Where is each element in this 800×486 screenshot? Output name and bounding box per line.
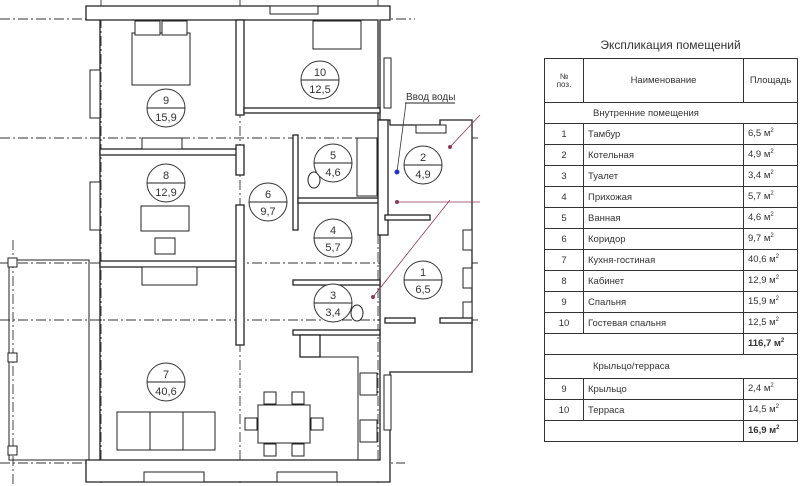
svg-text:40,6: 40,6 xyxy=(155,386,176,398)
row-name: Котельная xyxy=(583,144,744,166)
row-name: Спальня xyxy=(583,291,744,313)
row-no: 2 xyxy=(544,144,584,166)
svg-text:7: 7 xyxy=(163,369,169,381)
svg-text:4,9: 4,9 xyxy=(415,169,430,181)
svg-text:5,7: 5,7 xyxy=(325,242,340,254)
svg-text:1: 1 xyxy=(420,267,426,279)
svg-text:6: 6 xyxy=(265,189,271,201)
row-area: 12,5 м2 xyxy=(743,312,798,334)
header-name: Наименование xyxy=(583,58,744,103)
svg-text:9: 9 xyxy=(163,95,169,107)
svg-text:10: 10 xyxy=(314,67,326,79)
room-label-7: 740,6 xyxy=(146,362,186,402)
exterior-walls xyxy=(85,5,473,483)
row-name: Ванная xyxy=(583,207,744,229)
room-label-1: 16,5 xyxy=(403,260,443,300)
row-no: 7 xyxy=(544,249,584,271)
row-no: 9 xyxy=(544,378,584,400)
room-label-6: 69,7 xyxy=(248,182,288,222)
row-name: Туалет xyxy=(583,165,744,187)
row-no: 9 xyxy=(544,291,584,313)
room-label-8: 812,9 xyxy=(146,163,186,203)
row-no: 4 xyxy=(544,186,584,208)
section-interior: Внутренние помещения xyxy=(544,102,798,124)
row-area: 9,7 м2 xyxy=(743,228,798,250)
svg-text:12,5: 12,5 xyxy=(309,84,330,96)
total-interior: 116,7 м2 xyxy=(743,333,798,355)
row-area: 6,5 м2 xyxy=(743,123,798,145)
svg-text:3,4: 3,4 xyxy=(325,307,340,319)
water-inlet-label: Ввод воды xyxy=(406,92,455,103)
row-no: 8 xyxy=(544,270,584,292)
svg-text:6,5: 6,5 xyxy=(415,284,430,296)
svg-text:2: 2 xyxy=(420,152,426,164)
row-name: Кухня-гостиная xyxy=(583,249,744,271)
row-area: 4,9 м2 xyxy=(743,144,798,166)
row-area: 15,9 м2 xyxy=(743,291,798,313)
svg-text:12,9: 12,9 xyxy=(155,187,176,199)
svg-text:3: 3 xyxy=(330,290,336,302)
svg-text:4,6: 4,6 xyxy=(325,167,340,179)
room-label-2: 24,9 xyxy=(403,145,443,185)
section-porch-terrace: Крыльцо/терраса xyxy=(544,354,798,379)
row-area: 40,6 м2 xyxy=(743,249,798,271)
row-name: Коридор xyxy=(583,228,744,250)
row-name: Прихожая xyxy=(583,186,744,208)
row-name: Кабинет xyxy=(583,270,744,292)
room-label-4: 45,7 xyxy=(313,218,353,258)
row-name: Тамбур xyxy=(583,123,744,145)
water-dot xyxy=(394,169,400,175)
row-name: Гостевая спальня xyxy=(583,312,744,334)
row-area: 5,7 м2 xyxy=(743,186,798,208)
row-no: 6 xyxy=(544,228,584,250)
svg-text:15,9: 15,9 xyxy=(155,112,176,124)
svg-text:4: 4 xyxy=(330,225,336,237)
table-title: Экспликация помещений xyxy=(600,38,741,52)
row-area: 3,4 м2 xyxy=(743,165,798,187)
svg-text:8: 8 xyxy=(163,170,169,182)
total-porch-terrace: 16,9 м2 xyxy=(743,420,798,442)
row-no: 10 xyxy=(544,312,584,334)
room-label-10: 10 12,5 xyxy=(300,60,340,100)
row-name: Терраса xyxy=(583,399,744,421)
total-row: 16,9 м2 xyxy=(544,420,798,442)
svg-text:9,7: 9,7 xyxy=(260,206,275,218)
header-area: Площадь xyxy=(743,58,798,103)
interior-walls xyxy=(99,19,473,358)
furniture xyxy=(116,20,378,460)
room-label-3: 33,4 xyxy=(313,283,353,323)
row-no: 10 xyxy=(544,399,584,421)
water-inlet: Ввод воды xyxy=(371,92,481,299)
terrace xyxy=(7,257,90,461)
total-row: 116,7 м2 xyxy=(544,333,798,355)
room-label-5: 54,6 xyxy=(313,143,353,183)
row-area: 2,4 м2 xyxy=(743,378,798,400)
svg-text:5: 5 xyxy=(330,150,336,162)
row-no: 1 xyxy=(544,123,584,145)
row-area: 12,9 м2 xyxy=(743,270,798,292)
row-area: 14,5 м2 xyxy=(743,399,798,421)
row-area: 4,6 м2 xyxy=(743,207,798,229)
room-label-9: 915,9 xyxy=(146,88,186,128)
row-name: Крыльцо xyxy=(583,378,744,400)
row-no: 5 xyxy=(544,207,584,229)
row-no: 3 xyxy=(544,165,584,187)
